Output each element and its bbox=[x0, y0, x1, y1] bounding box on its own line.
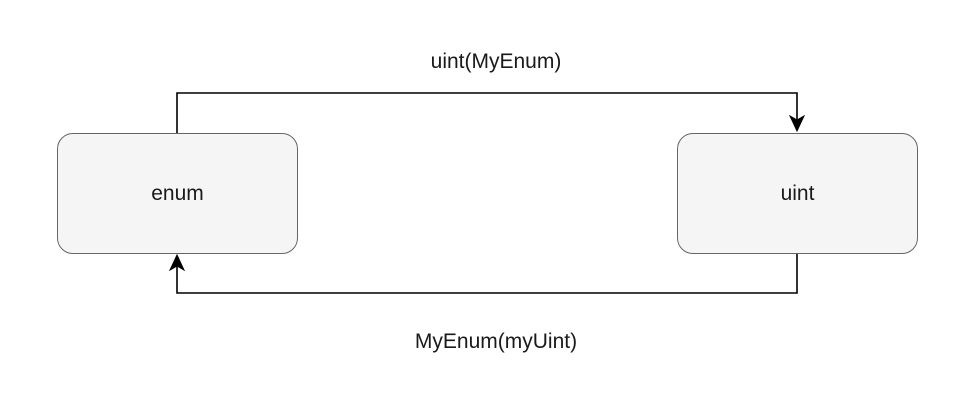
edge-enum-to-uint-line bbox=[176, 92, 798, 133]
edge-enum-to-uint-arrowhead bbox=[788, 114, 806, 133]
edge-label-enum-to-uint: uint(MyEnum) bbox=[430, 50, 562, 73]
node-enum-label: enum bbox=[151, 181, 204, 205]
edge-uint-to-enum bbox=[168, 253, 798, 294]
edge-label-uint-to-enum: MyEnum(myUint) bbox=[414, 330, 578, 353]
node-uint[interactable]: uint bbox=[677, 133, 918, 254]
edge-enum-to-uint bbox=[176, 92, 806, 133]
node-uint-label: uint bbox=[780, 181, 815, 205]
edge-uint-to-enum-arrowhead bbox=[168, 253, 186, 272]
node-enum[interactable]: enum bbox=[57, 133, 298, 254]
edge-uint-to-enum-line bbox=[176, 254, 798, 294]
